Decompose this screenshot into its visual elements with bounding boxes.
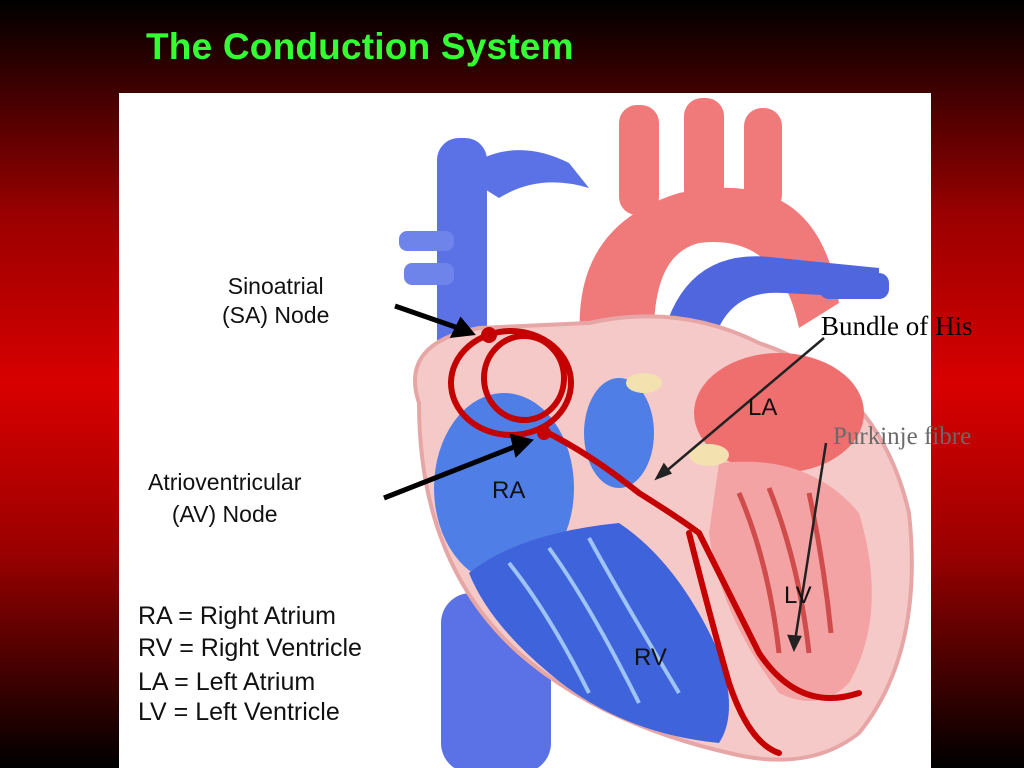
sa-node-dot — [481, 327, 497, 343]
sa-node-label-line1: Sinoatrial — [227, 273, 324, 299]
right-ventricle-shape — [469, 523, 729, 743]
right-atrium-inner — [584, 378, 654, 488]
sa-node-label-line2: (SA) Node — [222, 302, 330, 328]
av-node-dot — [537, 426, 551, 440]
callout-arrows — [383, 303, 534, 501]
heart-illustration — [383, 98, 914, 768]
av-node-label-line1: Atrioventricular — [148, 469, 302, 495]
la-label: LA — [748, 394, 778, 421]
bundle-of-his-label: Bundle of His — [821, 311, 973, 341]
left-atrium-shape — [694, 353, 864, 473]
av-node-label: Atrioventricular (AV) Node — [148, 466, 301, 530]
heart-diagram-panel — [119, 93, 931, 768]
left-ventricle-muscle — [736, 487, 834, 654]
sa-node-label: Sinoatrial (SA) Node — [222, 272, 329, 330]
legend-item-ra: RA = Right Atrium — [138, 602, 336, 630]
purkinje-fibre-label: Purkinje fibre — [833, 423, 972, 450]
right-atrium-shape — [434, 393, 574, 583]
legend-item-rv: RV = Right Ventricle — [138, 634, 362, 662]
right-ventricle-chordae — [507, 537, 681, 704]
valve — [689, 444, 729, 466]
legend-item-lv: LV = Left Ventricle — [138, 698, 340, 726]
valve — [626, 373, 662, 393]
bundle-his-arrow — [654, 337, 825, 481]
lv-label: LV — [784, 582, 812, 609]
rv-label: RV — [634, 644, 667, 671]
av-node-label-line2: (AV) Node — [171, 501, 278, 527]
legend-item-la: LA = Left Atrium — [138, 668, 316, 696]
conduction-pathway — [448, 328, 862, 756]
purkinje-arrow — [787, 442, 828, 653]
slide-title: The Conduction System — [146, 26, 574, 67]
ra-label: RA — [492, 477, 526, 504]
